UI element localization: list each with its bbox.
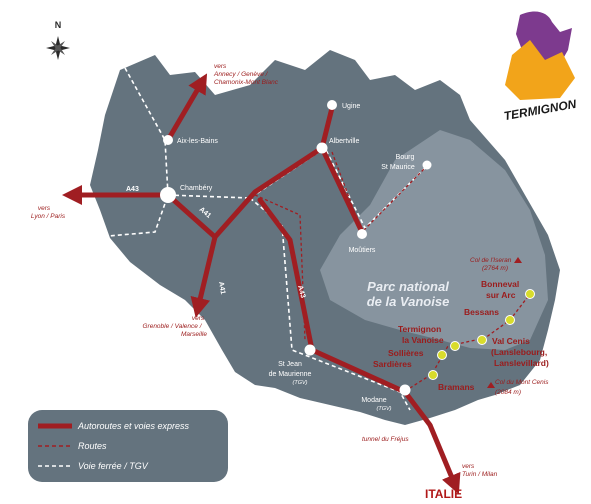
city-label-moutiers: Moûtiers xyxy=(349,247,376,254)
legend-box: Autoroutes et voies express Routes Voie … xyxy=(28,410,228,482)
pass-markers xyxy=(487,257,522,388)
city-label-ugine: Ugine xyxy=(342,103,360,110)
vanoise-park-area xyxy=(320,130,548,350)
pass-label-cenis-1: Col du Mont Cenis xyxy=(495,379,549,386)
compass-rose: N xyxy=(46,20,70,60)
village-marker-valcenis xyxy=(477,335,487,345)
village-label-sollieres-2: Sardières xyxy=(373,359,412,369)
park-label-line1: Parc national xyxy=(367,279,449,294)
village-label-termignon-1: Termignon xyxy=(398,324,441,334)
dest-south-vers: vers xyxy=(192,315,205,322)
compass-north-label: N xyxy=(55,20,62,30)
dest-north-vers: vers xyxy=(214,63,227,70)
city-marker-bourg xyxy=(422,160,432,170)
park-label-line2: de la Vanoise xyxy=(367,294,450,309)
city-marker-aix xyxy=(163,135,173,145)
city-label-bourg2: St Maurice xyxy=(381,164,415,171)
city-label-albertville: Albertville xyxy=(329,138,359,145)
village-marker-sollieres xyxy=(437,350,447,360)
village-marker-bramans xyxy=(428,370,438,380)
destination-arrows xyxy=(62,73,461,495)
city-markers xyxy=(160,100,432,396)
road-label-a43-west: A43 xyxy=(126,186,139,193)
village-marker-bessans xyxy=(505,315,515,325)
rail-lines xyxy=(84,67,426,411)
village-marker-bonneval xyxy=(525,289,535,299)
village-label-bonneval-1: Bonneval xyxy=(481,279,519,289)
village-label-bessans: Bessans xyxy=(464,307,499,317)
village-label-sollieres-1: Sollières xyxy=(388,348,424,358)
dest-italy-1: Turin / Milan xyxy=(462,471,498,478)
pass-label-iseran-2: (2764 m) xyxy=(482,265,508,272)
dest-italy-label: ITALIE xyxy=(425,487,462,501)
road-label-a41-b: A41 xyxy=(217,281,226,295)
termignon-logo: TERMIGNON xyxy=(493,4,588,123)
city-label-stjean-tgv: (TGV) xyxy=(293,380,308,386)
dest-north-2: Chamonix-Mont Blanc xyxy=(214,79,279,86)
city-marker-stjean xyxy=(304,344,316,356)
city-label-aix: Aix-les-Bains xyxy=(177,138,218,145)
iseran-pass-icon xyxy=(514,257,522,263)
pass-label-iseran-1: Col de l'Iseran xyxy=(470,257,512,264)
cenis-pass-icon xyxy=(487,382,495,388)
pass-label-frejus: tunnel du Fréjus xyxy=(362,436,409,443)
dest-south-1: Grenoble / Valence / xyxy=(142,323,202,330)
legend-rail: Voie ferrée / TGV xyxy=(78,461,149,471)
dest-south-2: Marseille xyxy=(181,331,207,338)
city-label-stjean1: St Jean xyxy=(278,361,302,368)
village-label-bramans: Bramans xyxy=(438,382,475,392)
dest-italy-vers: vers xyxy=(462,463,475,470)
city-label-chambery: Chambéry xyxy=(180,185,213,192)
city-marker-ugine xyxy=(327,100,337,110)
dest-west-vers: vers xyxy=(38,205,51,212)
road-label-a43-mid: A43 xyxy=(296,285,306,299)
city-marker-chambery xyxy=(160,187,176,203)
dest-north-1: Annecy / Genève / xyxy=(213,71,269,78)
city-label-modane-tgv: (TGV) xyxy=(377,406,392,412)
village-label-termignon-2: la Vanoise xyxy=(402,335,444,345)
pass-label-cenis-2: (2084 m) xyxy=(495,389,521,396)
village-label-valcenis-2: (Lanslebourg, xyxy=(491,347,547,357)
village-marker-termignon xyxy=(450,341,460,351)
village-markers xyxy=(428,289,535,380)
city-label-bourg1: Bourg xyxy=(396,154,415,161)
village-label-valcenis-3: Lanslevillard) xyxy=(494,358,549,368)
city-marker-moutiers xyxy=(357,229,367,239)
city-marker-albertville xyxy=(316,142,328,154)
dest-west-1: Lyon / Paris xyxy=(31,213,66,220)
legend-highways: Autoroutes et voies express xyxy=(77,421,190,431)
village-label-valcenis-1: Val Cenis xyxy=(492,336,530,346)
city-label-stjean2: de Maurienne xyxy=(269,371,312,378)
legend-roads: Routes xyxy=(78,441,107,451)
city-label-modane: Modane xyxy=(361,397,386,404)
city-marker-modane xyxy=(399,384,411,396)
village-label-bonneval-2: sur Arc xyxy=(486,290,516,300)
